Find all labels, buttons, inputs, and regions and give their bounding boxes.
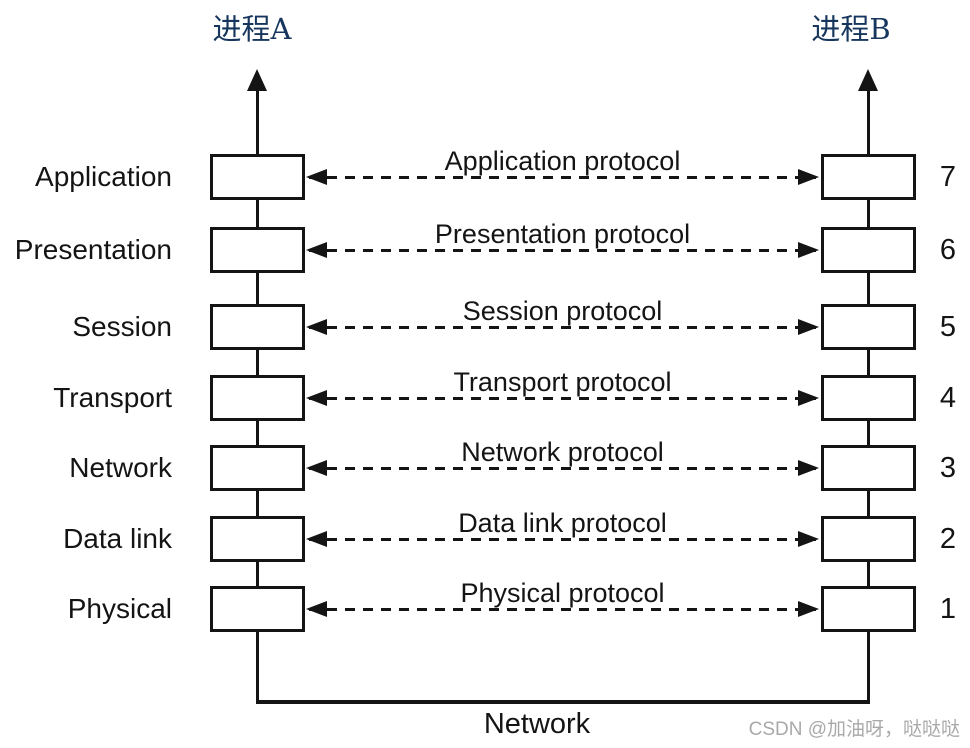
protocol-arrow (306, 168, 819, 187)
osi-layer-row-datalink: Data link Data link protocol 2 (0, 509, 970, 562)
protocol-label: Network protocol (461, 437, 664, 467)
protocol-label: Session protocol (462, 296, 663, 326)
protocol-arrow (306, 241, 819, 260)
arrowhead-right-icon (798, 531, 819, 547)
arrowhead-left-icon (306, 169, 327, 185)
protocol-arrow (306, 530, 819, 549)
layer-number: 7 (939, 161, 957, 193)
layer-box-left (210, 304, 305, 350)
layer-name-label: Session (72, 311, 172, 342)
osi-layer-row-transport: Transport Transport protocol 4 (0, 368, 970, 421)
up-arrowhead-right-icon (858, 69, 878, 91)
protocol-label: Physical protocol (460, 578, 665, 608)
layer-name-label: Data link (63, 523, 172, 554)
arrowhead-left-icon (306, 460, 327, 476)
arrowhead-right-icon (798, 460, 819, 476)
dashed-line (309, 538, 816, 541)
arrowhead-right-icon (798, 242, 819, 258)
layer-box-right (821, 516, 916, 562)
layer-box-left (210, 445, 305, 491)
layer-box-left (210, 227, 305, 273)
layer-name-label: Presentation (14, 234, 172, 265)
layer-number: 4 (939, 382, 957, 414)
network-label: Network (483, 708, 591, 740)
layer-name-label: Network (69, 452, 172, 483)
arrowhead-left-icon (306, 319, 327, 335)
layer-box-right (821, 445, 916, 491)
layer-box-left (210, 154, 305, 200)
osi-layer-row-presentation: Presentation Presentation protocol 6 (0, 220, 970, 273)
dashed-line (309, 608, 816, 611)
arrowhead-right-icon (798, 169, 819, 185)
layer-number: 6 (939, 234, 957, 266)
protocol-label: Data link protocol (458, 508, 667, 538)
layer-name-label: Transport (53, 382, 172, 413)
layer-box-left (210, 375, 305, 421)
arrowhead-left-icon (306, 601, 327, 617)
layer-box-right (821, 586, 916, 632)
osi-layer-row-physical: Physical Physical protocol 1 (0, 579, 970, 632)
network-connector-line (256, 700, 870, 704)
osi-layer-row-network: Network Network protocol 3 (0, 438, 970, 491)
layer-box-right (821, 304, 916, 350)
layer-box-right (821, 154, 916, 200)
layer-box-left (210, 516, 305, 562)
arrowhead-left-icon (306, 390, 327, 406)
process-b-title: 进程B (811, 12, 891, 46)
layer-box-right (821, 375, 916, 421)
arrowhead-right-icon (798, 390, 819, 406)
layer-box-right (821, 227, 916, 273)
layer-number: 1 (939, 593, 957, 625)
arrowhead-right-icon (798, 319, 819, 335)
layer-number: 5 (939, 311, 957, 343)
protocol-label: Application protocol (444, 146, 681, 176)
protocol-arrow (306, 389, 819, 408)
dashed-line (309, 176, 816, 179)
dashed-line (309, 249, 816, 252)
protocol-label: Transport protocol (453, 367, 672, 397)
layer-number: 3 (939, 452, 957, 484)
protocol-arrow (306, 318, 819, 337)
protocol-arrow (306, 600, 819, 619)
osi-layer-row-session: Session Session protocol 5 (0, 297, 970, 350)
protocol-arrow (306, 459, 819, 478)
layer-name-label: Application (35, 161, 172, 192)
protocol-label: Presentation protocol (434, 219, 691, 249)
dashed-line (309, 467, 816, 470)
layer-name-label: Physical (67, 593, 172, 624)
up-arrowhead-left-icon (247, 69, 267, 91)
watermark: CSDN @加油呀，哒哒哒 (748, 719, 960, 740)
layer-box-left (210, 586, 305, 632)
process-a-title: 进程A (212, 12, 292, 46)
arrowhead-left-icon (306, 531, 327, 547)
dashed-line (309, 397, 816, 400)
dashed-line (309, 326, 816, 329)
arrowhead-right-icon (798, 601, 819, 617)
layer-number: 2 (939, 523, 957, 555)
osi-layer-row-application: Application Application protocol 7 (0, 147, 970, 200)
arrowhead-left-icon (306, 242, 327, 258)
